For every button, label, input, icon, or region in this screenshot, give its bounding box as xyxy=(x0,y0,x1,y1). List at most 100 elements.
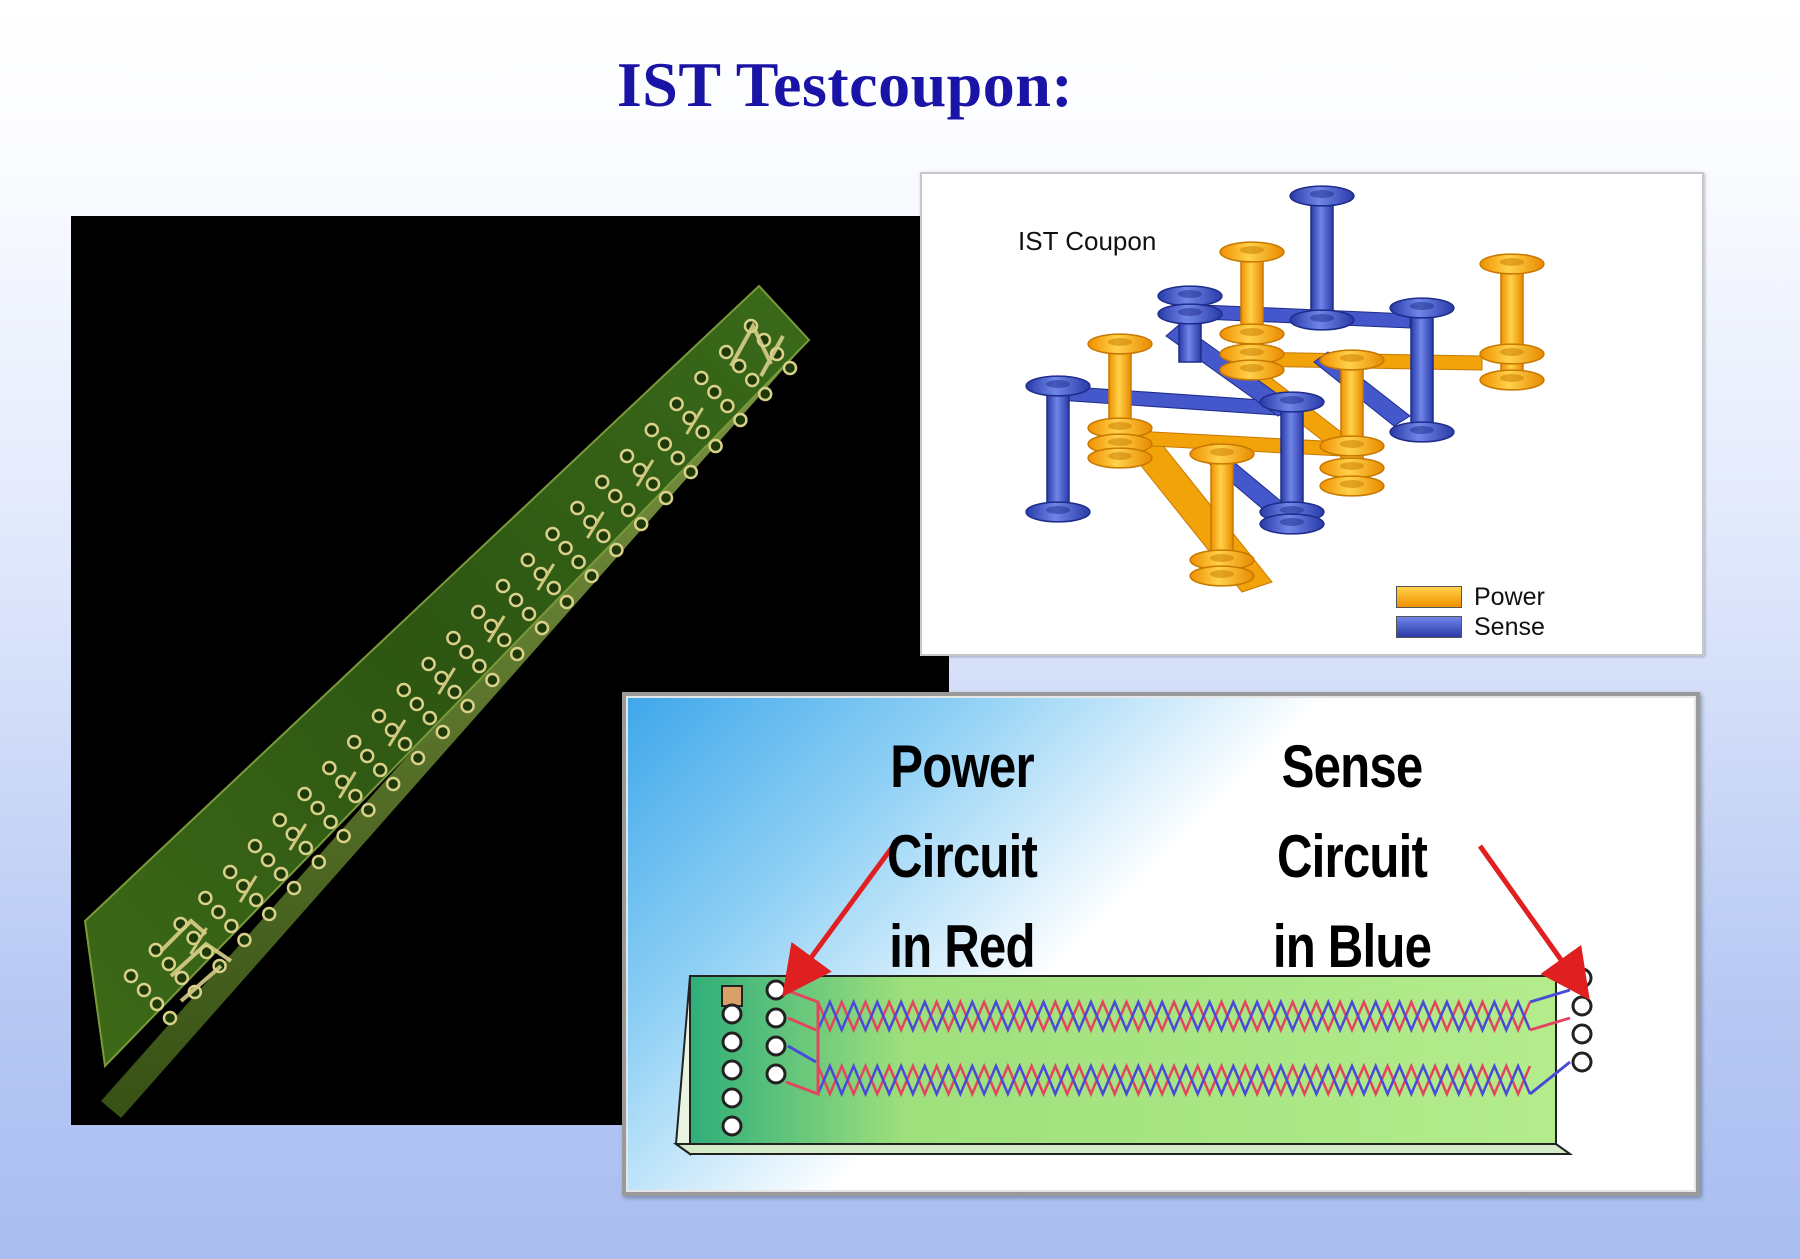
pcb-pad xyxy=(459,644,474,660)
pcb-pad xyxy=(422,710,438,726)
pcb-pad xyxy=(372,762,388,778)
pcb-pad xyxy=(361,802,376,818)
via-hole xyxy=(721,1059,743,1081)
pcb-pad xyxy=(670,450,686,466)
pcb-pad xyxy=(136,982,152,998)
pcb-trace xyxy=(437,667,456,695)
via-hole xyxy=(1499,374,1525,382)
pcb-pad xyxy=(596,528,611,544)
pcb-trace xyxy=(586,511,605,539)
pcb-photo-graphic xyxy=(83,284,811,1118)
via-hole xyxy=(1499,348,1525,356)
pcb-pad xyxy=(248,892,264,908)
pcb-pad xyxy=(123,968,139,984)
via-hole xyxy=(1571,1023,1593,1045)
pcb-pad xyxy=(222,864,238,880)
via-hole xyxy=(1045,506,1071,514)
via-hole xyxy=(765,1007,787,1029)
power-circuit-label-line1: Power Circuit xyxy=(886,733,1038,890)
pcb-pad xyxy=(272,812,288,828)
pcb-pad xyxy=(261,906,277,922)
pcb-pad xyxy=(657,436,673,452)
pcb-pad xyxy=(584,568,599,584)
via-hole xyxy=(1309,190,1335,198)
sense-circuit-label-line2: in Blue xyxy=(1272,913,1432,980)
via-hole xyxy=(1339,440,1365,448)
legend-label-sense: Sense xyxy=(1474,612,1545,641)
power-trace-lower xyxy=(816,1062,1532,1098)
pcb-pad xyxy=(447,684,462,700)
via-hole xyxy=(721,1031,743,1053)
pcb-pad xyxy=(720,398,735,414)
sense-circuit-label: Sense Circuit in Blue xyxy=(1221,722,1483,992)
pcb-pad xyxy=(273,866,289,882)
pcb-pad xyxy=(409,696,425,712)
via-barrel xyxy=(1046,385,1070,513)
via-hole xyxy=(1239,246,1265,254)
coupon-structure-graphic xyxy=(1025,185,1545,593)
pcb-pad xyxy=(247,838,263,854)
pcb-pad xyxy=(620,502,636,518)
pcb-pad xyxy=(359,748,375,764)
connector-trace xyxy=(1529,1060,1571,1096)
pcb-pad xyxy=(669,396,684,412)
pcb-pad xyxy=(310,800,325,816)
legend-swatch-sense xyxy=(1396,616,1462,638)
via-hole xyxy=(1209,448,1235,456)
via-hole xyxy=(1107,422,1133,430)
pcb-pad xyxy=(161,956,177,972)
via-hole xyxy=(1409,426,1435,434)
pcb-pad xyxy=(733,412,748,428)
connector-trace xyxy=(787,1044,817,1064)
pcb-pad xyxy=(594,474,610,490)
strip-board xyxy=(689,975,1557,1145)
connector-trace xyxy=(787,1016,817,1032)
pcb-pad xyxy=(695,424,710,440)
pcb-pad xyxy=(371,708,387,724)
via-barrel xyxy=(1310,195,1334,321)
power-circuit-label: Power Circuit in Red xyxy=(831,722,1093,992)
pcb-pad xyxy=(520,552,536,568)
via-hole xyxy=(1309,314,1335,322)
pcb-pad xyxy=(782,360,798,376)
pcb-trace xyxy=(238,875,258,903)
sense-arrow xyxy=(1477,844,1590,1001)
via-hole xyxy=(1571,1051,1593,1073)
via-hole xyxy=(721,1115,743,1137)
pcb-pad xyxy=(570,500,585,516)
pcb-pad xyxy=(658,490,674,506)
pcb-pad xyxy=(198,890,213,906)
via-hole xyxy=(1339,462,1365,470)
pcb-pad xyxy=(311,854,327,870)
pcb-pad xyxy=(718,344,734,360)
via-hole xyxy=(1571,995,1593,1017)
legend-label-power: Power xyxy=(1474,582,1545,611)
ist-coupon-diagram: IST Coupon Power Sense xyxy=(920,172,1704,656)
legend-item-sense: Sense xyxy=(1396,612,1545,642)
via-hole xyxy=(1339,354,1365,362)
via-hole xyxy=(1177,308,1203,316)
pcb-pad xyxy=(446,630,461,646)
pcb-pad xyxy=(619,448,635,464)
pcb-pad xyxy=(397,736,413,752)
pcb-photo xyxy=(71,216,949,1125)
pcb-pad xyxy=(683,464,699,480)
pcb-pad xyxy=(496,632,512,648)
pcb-pad xyxy=(322,760,337,776)
via-hole xyxy=(1239,364,1265,372)
pcb-trace xyxy=(536,563,556,591)
pcb-pad xyxy=(162,1010,178,1026)
pcb-pad xyxy=(508,592,524,608)
via-hole xyxy=(1339,480,1365,488)
power-circuit-label-line2: in Red xyxy=(889,913,1035,980)
pcb-trace xyxy=(635,459,655,487)
pcb-pad xyxy=(509,646,525,662)
via-hole xyxy=(721,1003,743,1025)
pcb-pad xyxy=(694,370,709,386)
via-hole xyxy=(1409,302,1435,310)
pcb-pad xyxy=(545,526,560,542)
via-hole xyxy=(1107,438,1133,446)
via-barrel xyxy=(1410,307,1434,433)
via-hole xyxy=(1239,348,1265,356)
pcb-pad xyxy=(260,852,276,868)
